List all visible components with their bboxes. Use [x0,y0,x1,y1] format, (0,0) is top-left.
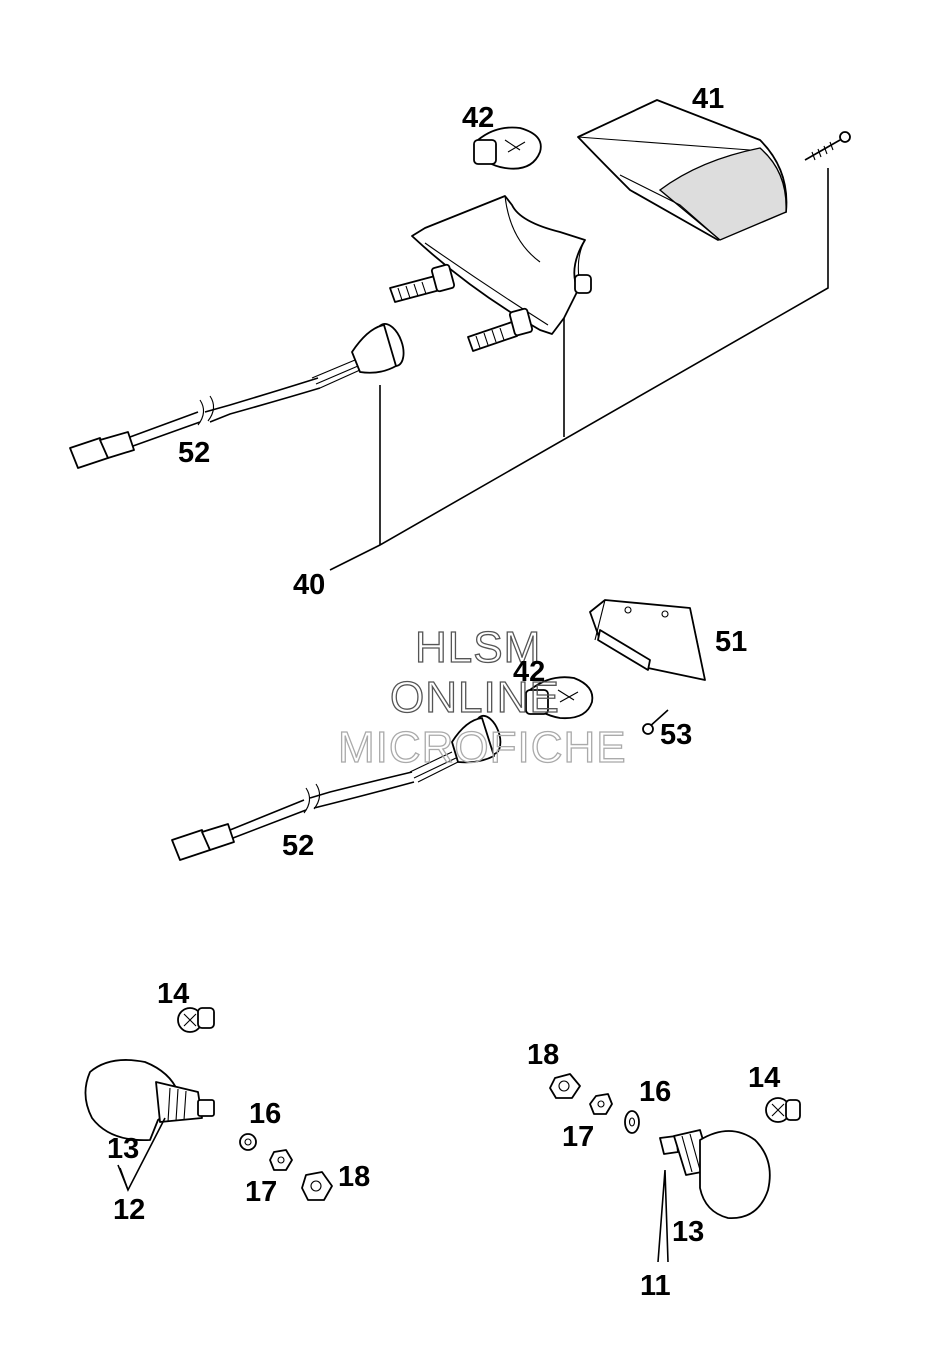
callout-51: 51 [715,626,747,658]
washer-right [624,1110,640,1134]
callout-16-right: 16 [639,1076,671,1108]
callout-41: 41 [692,83,724,115]
bulb-right [765,1097,801,1123]
callout-14-right: 14 [748,1062,780,1094]
callout-13-right: 13 [672,1216,704,1248]
callout-42-top: 42 [462,102,494,134]
callout-14-left: 14 [157,978,189,1010]
callout-17-left: 17 [245,1176,277,1208]
turn-signal-right [549,1073,801,1263]
mounting-stud-upper [389,263,456,303]
callout-labels: 40 41 42 52 51 42 53 52 14 13 12 16 17 1… [107,83,780,1302]
tail-light-lens [577,99,788,241]
bulb-top [473,126,542,170]
callout-18-left: 18 [338,1161,370,1193]
nut-17-left [269,1149,293,1171]
wire-harness-mid [171,771,415,861]
watermark-line-3: MICROFICHE [338,723,627,772]
license-light-assembly [171,599,706,861]
tail-light-housing [411,195,592,335]
watermark-line-1: HLSM [415,623,541,672]
callout-16-left: 16 [249,1098,281,1130]
callout-40: 40 [293,569,325,601]
callout-53: 53 [660,719,692,751]
indicator-lens-right [659,1129,771,1219]
callout-52-mid: 52 [282,830,314,862]
tail-light-assembly [69,99,851,571]
wire-harness-top [69,377,321,469]
callout-18-right: 18 [527,1039,559,1071]
callout-13-left: 13 [107,1133,139,1165]
lens-screw [804,131,851,161]
screw-53 [642,709,669,735]
callout-12: 12 [113,1194,145,1226]
license-light-housing [589,599,706,681]
leader-line-11 [657,1169,669,1263]
nut-18-right [549,1073,581,1099]
bulb-socket-top [311,323,405,389]
nut-18-left [301,1171,333,1201]
bulb-left [177,1007,215,1033]
bulb-mid [525,676,594,720]
nut-17-right [589,1093,613,1115]
turn-signal-left [84,1007,333,1201]
watermark-line-2: ONLINE [390,673,560,722]
callout-42-mid: 42 [513,656,545,688]
washer-left [239,1133,257,1151]
bulb-socket-mid [409,714,502,783]
callout-11: 11 [640,1270,671,1302]
leader-line-40 [329,168,829,571]
callout-17-right: 17 [562,1121,594,1153]
indicator-lens-left [84,1059,215,1142]
mounting-stud-lower [467,307,534,352]
callout-52-top: 52 [178,437,210,469]
watermark: HLSM ONLINE MICROFICHE [337,622,627,772]
